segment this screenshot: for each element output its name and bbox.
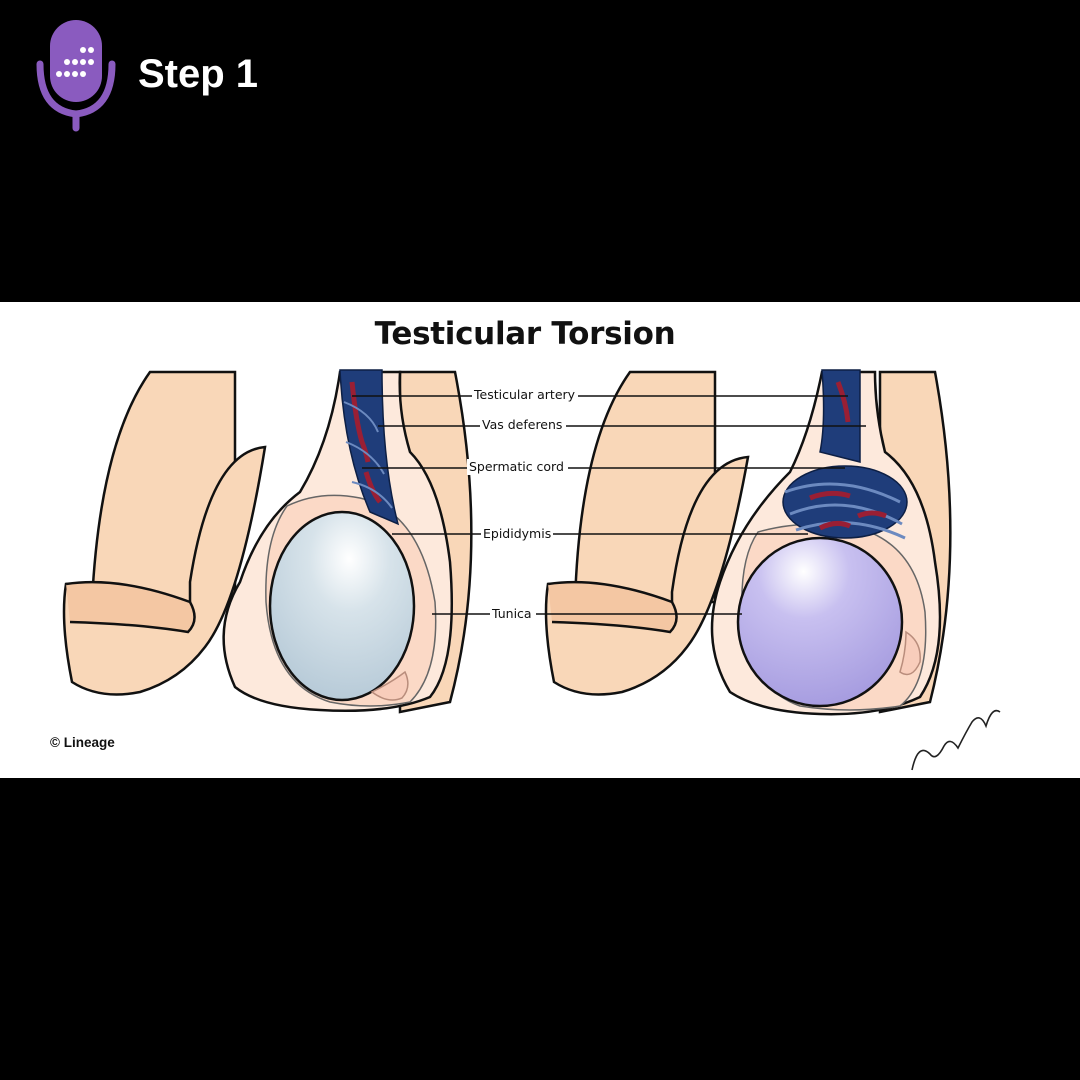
label-vas-deferens: Vas deferens xyxy=(480,417,564,433)
step-title: Step 1 xyxy=(138,50,258,98)
label-epididymis: Epididymis xyxy=(481,526,553,542)
podcast-microphone-icon xyxy=(34,18,118,132)
label-testicular-artery: Testicular artery xyxy=(472,387,577,403)
label-tunica: Tunica xyxy=(490,606,534,622)
diagram-panel: Testicular Torsion Testicular artery Vas… xyxy=(0,302,1080,778)
header: Step 1 xyxy=(0,0,1080,150)
copyright-text: © Lineage xyxy=(50,735,115,750)
label-spermatic-cord: Spermatic cord xyxy=(467,459,566,475)
torsion-anatomy xyxy=(546,370,950,714)
artist-signature xyxy=(912,711,1000,770)
normal-anatomy xyxy=(64,370,471,712)
diagram-title: Testicular Torsion xyxy=(0,316,1050,352)
